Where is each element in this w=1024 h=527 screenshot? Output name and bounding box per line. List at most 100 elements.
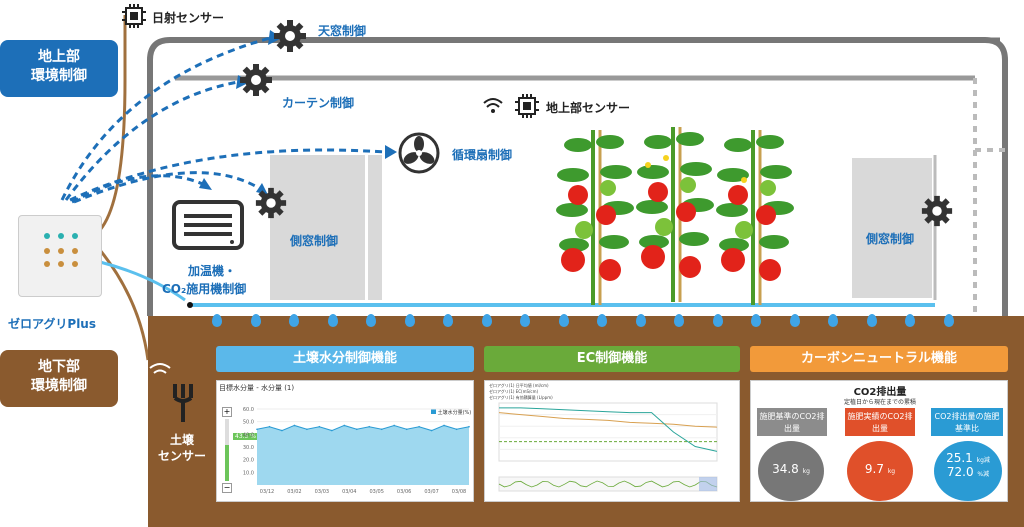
ec-navigator-handle: [699, 477, 717, 491]
soil-moisture-point: [418, 425, 420, 428]
co2-col-header-actual: 施肥実績のCO2排出量: [845, 408, 915, 436]
ec-navigator: [498, 476, 718, 492]
soil-moisture-point: [368, 425, 371, 428]
soil-moisture-point: [355, 428, 358, 431]
wifi-icon: [146, 360, 174, 388]
co2-subtitle: 定植日から現在までの累積: [843, 399, 916, 406]
below-ground-box: 地下部 環境制御: [0, 350, 118, 407]
soil-moisture-point: [268, 425, 271, 428]
y-tick-label: 60.0: [243, 407, 254, 413]
co2-actual-value: 9.7: [864, 462, 884, 476]
x-tick-label: 03/06: [397, 489, 411, 495]
current-value-badge: 43.5 %: [233, 433, 258, 440]
ec-legend-item: ゼロアグリ(1) 有効積算量 (L/ppm): [489, 395, 553, 400]
ec-legend-item: ゼロアグリ(1) EC(mS/cm): [489, 389, 539, 394]
co2-ratio-circle: 25.1 kg減 72.0 %減: [934, 441, 1002, 501]
co2-col-header-standard: 施肥基準のCO2排出量: [757, 408, 827, 436]
soil-moisture-point: [293, 424, 296, 427]
fan-icon: [398, 132, 440, 174]
ec-navigator-line: [498, 480, 718, 488]
ec-legend-item: ゼロアグリ(1) 日平均値 (ml/cm): [489, 383, 549, 388]
soil-legend-text: 土壌水分量(%): [437, 410, 472, 416]
soil-sensor-fork-icon: [170, 380, 200, 424]
ec-plot-frame: [498, 402, 718, 462]
soil-moisture-point: [455, 428, 458, 431]
water-drop-icon: [635, 314, 646, 327]
water-drop-icon: [943, 314, 954, 327]
heater-icon: [172, 200, 244, 250]
co2-standard-value: 34.8: [772, 462, 799, 476]
zoom-out-button[interactable]: −: [222, 483, 232, 493]
soil-moisture-point: [318, 425, 321, 428]
pipe-end: [187, 302, 193, 308]
zero-agri-device: [18, 215, 102, 297]
side-window-right: [852, 158, 932, 298]
gear-icon: [254, 186, 288, 220]
side-window-right-label: 側窓制御: [866, 232, 915, 246]
below-ground-subtitle: 環境制御: [31, 378, 87, 394]
co2-actual-circle: 9.7 kg: [847, 441, 913, 501]
carbon-header: カーボンニュートラル機能: [750, 346, 1008, 372]
heater-label-1: 加温機・: [188, 264, 237, 278]
arrow-roof: [60, 36, 271, 201]
wifi-icon: [482, 96, 504, 114]
y-tick-label: 30.0: [243, 445, 254, 451]
soil-moisture-point: [393, 424, 395, 427]
x-tick-label: 03/07: [424, 489, 438, 495]
water-drop-icon: [712, 314, 723, 327]
side-window-left-rail: [368, 155, 382, 300]
above-ground-subtitle: 環境制御: [31, 68, 87, 84]
water-cable: [99, 260, 186, 302]
chip-icon: [122, 4, 146, 28]
carbon-panel: CO2排出量 定植日から現在までの累積 施肥基準のCO2排出量 施肥実績のCO2…: [750, 380, 1008, 502]
co2-title: CO2排出量: [853, 387, 907, 398]
soil-moisture-point: [343, 424, 346, 427]
water-drop-icon: [905, 314, 915, 327]
water-drop-icon: [250, 314, 261, 327]
water-drop-icon: [558, 314, 569, 327]
water-drop-icon: [481, 314, 492, 327]
tomato-plants: [556, 125, 796, 307]
ec-legend: ゼロアグリ(1) 日平均値 (ml/cm) ゼロアグリ(1) EC(mS/cm)…: [489, 383, 553, 401]
device-label: ゼロアグリPlus: [8, 317, 96, 331]
water-drop-icon: [751, 314, 761, 327]
soil-moisture-point: [281, 429, 283, 432]
ec-panel: ゼロアグリ(1) 日平均値 (ml/cm) ゼロアグリ(1) EC(mS/cm)…: [484, 380, 740, 502]
soil-sensor-label: 土壌 センサー: [152, 432, 212, 464]
water-drop-icon: [789, 314, 800, 327]
x-tick-label: 03/03: [315, 489, 329, 495]
curtain-label: カーテン制御: [282, 96, 355, 110]
y-tick-label: 40.0: [243, 432, 254, 438]
water-drop-icon: [597, 314, 607, 327]
sun-sensor-label: 日射センサー: [152, 11, 225, 25]
x-tick-label: 03/04: [342, 489, 356, 495]
co2-col-header-ratio: CO2排出量の施肥基準比: [931, 408, 1003, 436]
soil-moisture-point: [468, 425, 470, 428]
co2-ratio-unit: kg減: [976, 457, 990, 464]
chip-icon: [515, 94, 539, 118]
water-drop-icon: [866, 314, 877, 327]
sensor-cable: [98, 15, 127, 231]
ec-series-line: [499, 407, 718, 452]
co2-ratio-value: 25.1: [946, 451, 973, 465]
x-tick-label: 03/12: [260, 489, 274, 495]
water-drop-icon: [212, 314, 222, 327]
x-tick-label: 03/05: [370, 489, 384, 495]
ec-chart: [498, 402, 718, 492]
heater-label-2: CO₂施用機制御: [162, 282, 247, 296]
soil-moisture-header: 土壌水分制御機能: [216, 346, 474, 372]
soil-sensor-label-2: センサー: [157, 449, 206, 463]
arrow-side: [73, 171, 263, 204]
water-drop-icon: [366, 314, 376, 327]
soil-moisture-point: [256, 428, 258, 431]
soil-moisture-point: [405, 428, 408, 431]
zoom-in-button[interactable]: +: [222, 407, 232, 417]
soil-chart-legend: 土壌水分量(%): [431, 409, 471, 416]
water-drop-icon: [443, 314, 453, 327]
ec-series-line: [498, 412, 718, 428]
water-drop-icon: [674, 314, 684, 327]
soil-cable: [98, 249, 150, 361]
soil-moisture-point: [380, 428, 383, 431]
